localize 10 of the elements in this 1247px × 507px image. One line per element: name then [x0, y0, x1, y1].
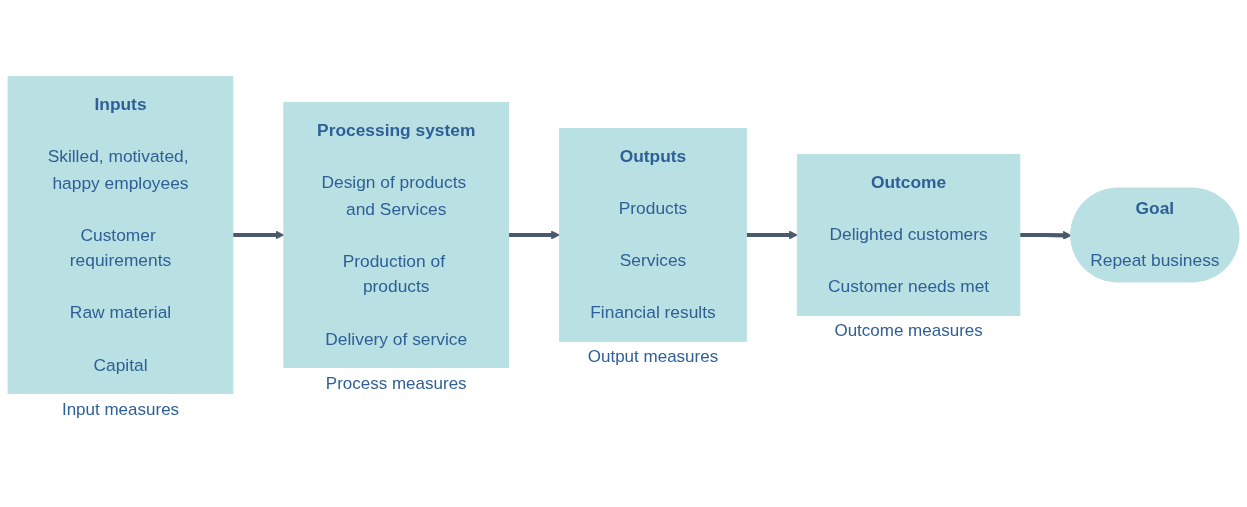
- measure-label: Outcome measures: [834, 321, 983, 342]
- node-box: Outcome Delighted customers Customer needs met: [796, 154, 1021, 316]
- measure-label: Output measures: [587, 347, 719, 368]
- arrow: [746, 230, 798, 240]
- node-box: Inputs Skilled, motivated, happy employees Customer requirements Raw material Capital: [7, 75, 234, 395]
- arrow: [1019, 230, 1072, 240]
- measure-label: Process measures: [325, 373, 467, 394]
- measure-label: Input measures: [61, 399, 180, 420]
- node-box: Outputs Products Services Financial results: [559, 128, 747, 342]
- node-box: Processing system Design of products and Services Production of products Delivery of service: [283, 102, 510, 368]
